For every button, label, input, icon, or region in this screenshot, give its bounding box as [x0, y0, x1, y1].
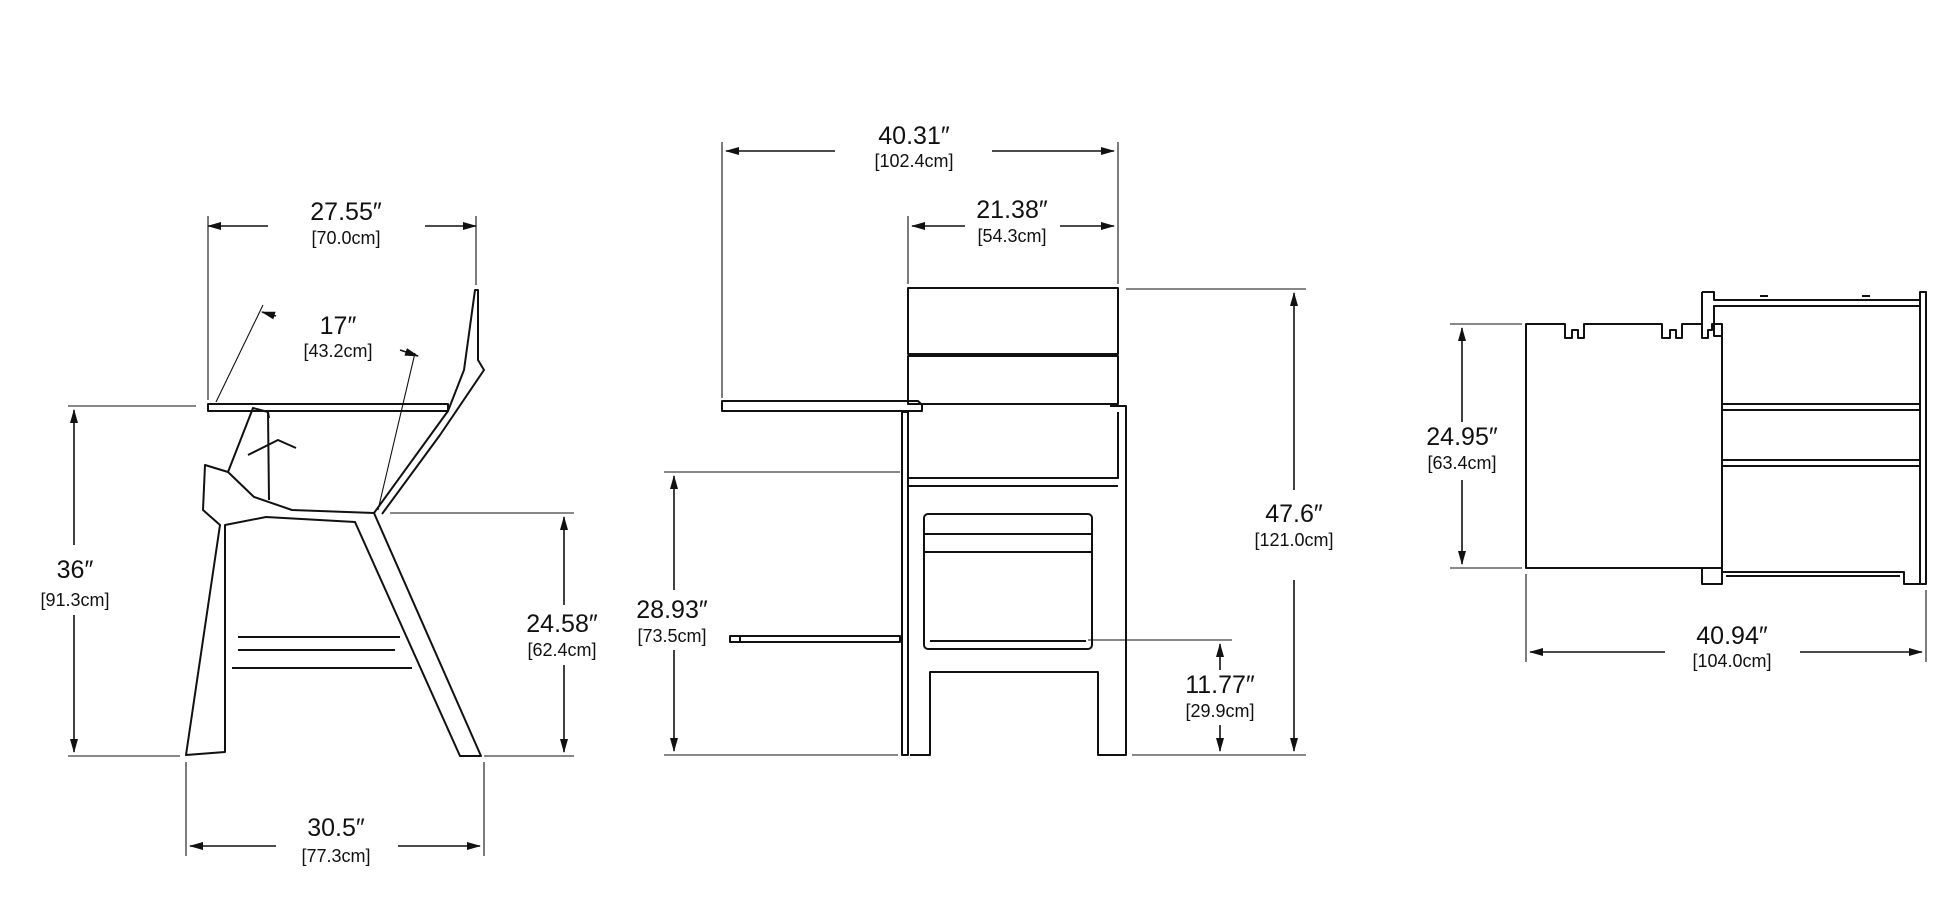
- dim-base-depth-inch: 30.5″: [307, 814, 365, 842]
- side-inner-leg: [247, 439, 297, 456]
- side-backrest: [373, 289, 485, 515]
- front-backrest-lower: [907, 355, 1119, 405]
- dim-top-length-inch: 40.94″: [1696, 622, 1768, 650]
- dim-seat-height-cm: [62.4cm]: [527, 640, 596, 660]
- dim-seat-depth-inch: 17″: [320, 312, 357, 340]
- side-top-plank: [207, 403, 449, 412]
- dim-total-height-cm: [121.0cm]: [1254, 530, 1333, 550]
- dim-seat-height-inch: 24.58″: [526, 610, 598, 638]
- dim-table-height-inch: 28.93″: [636, 596, 708, 624]
- top-main-rect: [1525, 323, 1723, 569]
- dim-total-height-inch: 47.6″: [1265, 500, 1323, 528]
- dim-base-depth-cm: [77.3cm]: [301, 846, 370, 866]
- dim-inner-width-inch: 21.38″: [976, 196, 1048, 224]
- side-view: 27.55″ [70.0cm] 17″ [43.2cm] 36″ [91.3cm…: [40, 198, 597, 866]
- dim-inner-width-cm: [54.3cm]: [977, 226, 1046, 246]
- dim-table-height-cm: [73.5cm]: [637, 626, 706, 646]
- dim-back-width-inch: 27.55″: [310, 198, 382, 226]
- dim-overall-width-cm: [102.4cm]: [874, 151, 953, 171]
- front-seat-block: [923, 513, 1093, 650]
- top-right-slats: [1722, 403, 1920, 467]
- side-frame-outline: [185, 464, 482, 757]
- front-footrest: [729, 635, 901, 643]
- dim-foot-height-cm: [29.9cm]: [1185, 701, 1254, 721]
- side-crossbar: [232, 636, 412, 669]
- dim-foot-height-inch: 11.77″: [1185, 671, 1255, 699]
- top-view: 24.95″ [63.4cm] 40.94″ [104.0cm]: [1426, 291, 1927, 671]
- front-right-panel: [910, 405, 1127, 756]
- dim-back-width-cm: [70.0cm]: [311, 228, 380, 248]
- front-backrest-upper: [907, 287, 1119, 355]
- dim-seat-depth-cm: [43.2cm]: [303, 341, 372, 361]
- dim-top-length-cm: [104.0cm]: [1692, 651, 1771, 671]
- front-view: 40.31″ [102.4cm] 21.38″ [54.3cm] 47.6″ […: [636, 122, 1334, 756]
- dim-top-depth-cm: [63.4cm]: [1427, 453, 1496, 473]
- front-table-plank: [721, 400, 923, 412]
- dim-side-height-cm: [91.3cm]: [40, 590, 109, 610]
- dim-overall-width-inch: 40.31″: [878, 122, 950, 150]
- front-left-panel: [901, 411, 1119, 756]
- dim-top-depth-inch: 24.95″: [1426, 423, 1498, 451]
- dim-side-height-inch: 36″: [57, 556, 94, 584]
- top-right-frame: [1701, 291, 1921, 337]
